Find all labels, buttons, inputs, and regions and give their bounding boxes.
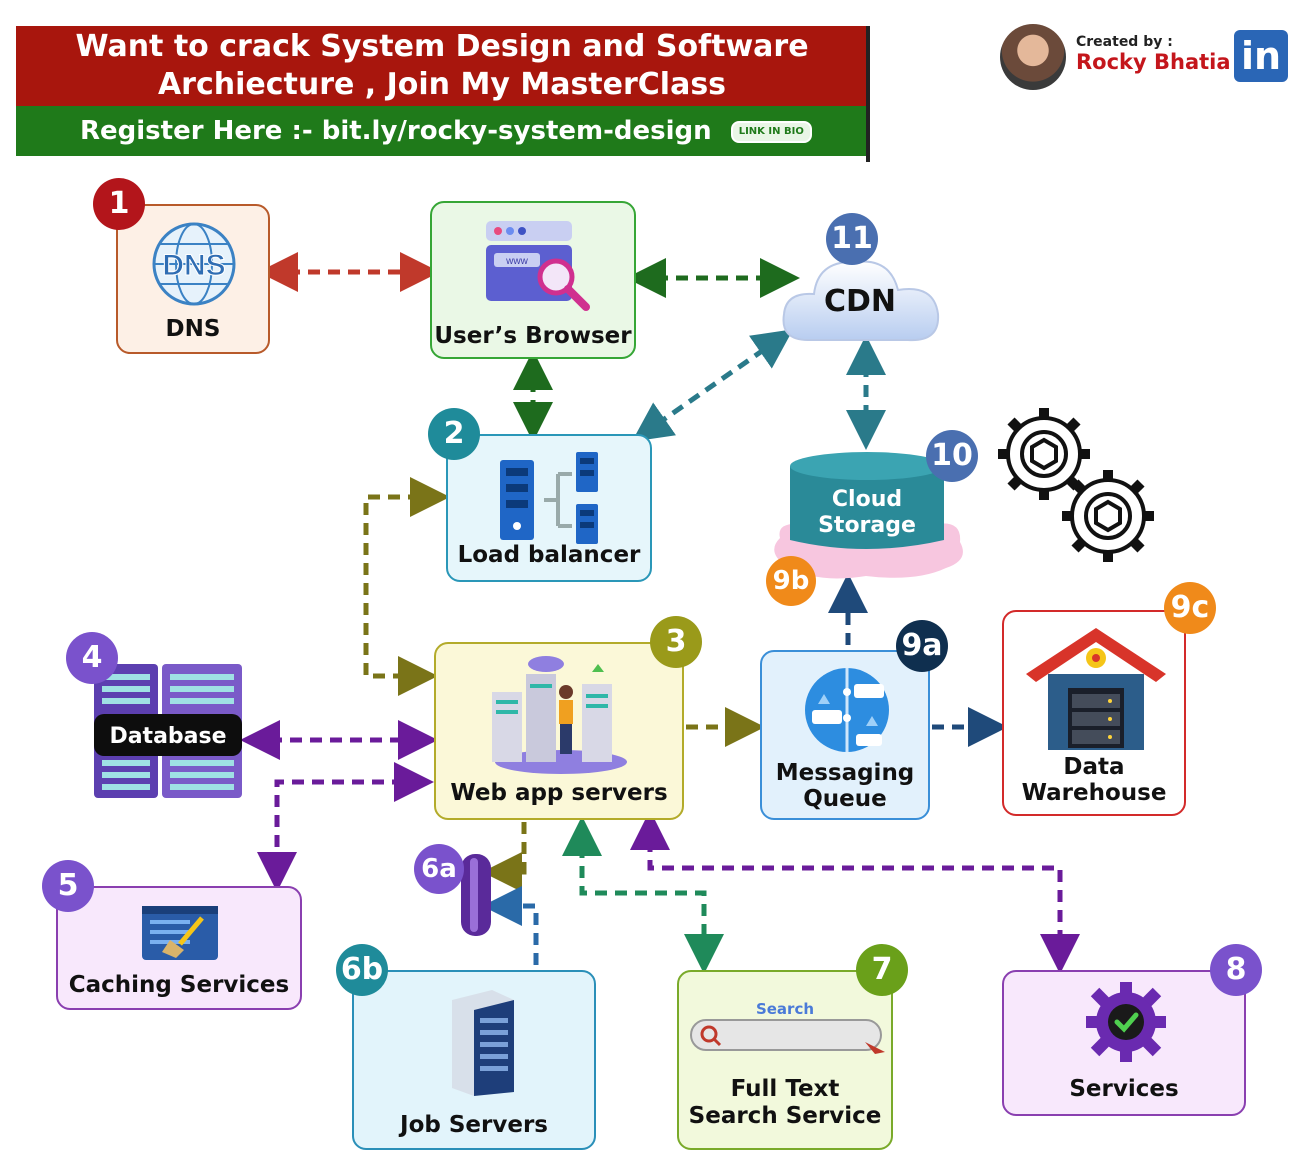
link-in-bio-badge: LINK IN BIO [730,120,812,143]
search-badge: 7 [856,944,908,996]
job-servers-label: Job Servers [400,1112,548,1138]
register-link[interactable]: Register Here :- bit.ly/rocky-system-des… [80,116,712,146]
database-label: Database [109,724,226,749]
web-app-servers-node[interactable]: Web app servers [434,642,684,820]
caching-broom-icon [142,906,218,960]
author-avatar [1000,24,1066,90]
cloud-storage-label-1: Cloud [832,487,902,512]
browser-search-icon: www [486,221,590,311]
job-servers-badge: 6b [336,944,388,996]
created-by-label: Created by : [1076,34,1173,50]
database-server-icon: Database [94,664,242,798]
cloud-storage-icon: Cloud Storage [774,452,963,579]
data-warehouse-label-1: Data [1063,754,1125,780]
search-bar-icon [690,1019,885,1054]
load-balancer-node[interactable]: Load balancer [446,434,652,582]
lb-webapp-edge [363,477,450,696]
gears-icon [998,408,1154,562]
services-gear-icon [1086,982,1166,1062]
services-node[interactable]: Services [1002,970,1246,1116]
cdn-label: CDN [823,284,897,319]
data-warehouse-badge: 9c [1164,582,1216,634]
cloud-storage-label-2: Storage [818,513,916,538]
webapp-services-edge [630,810,1080,974]
webapp-cache-store-edge [482,822,527,892]
load-balancer-label: Load balancer [457,542,641,568]
caching-label: Caching Services [68,972,290,998]
promo-banner-register[interactable]: Register Here :- bit.ly/rocky-system-des… [16,106,868,156]
dns-badge: 1 [93,178,145,230]
dns-icon-text: DNS [162,249,225,282]
search-label-2: Search Service [688,1103,882,1129]
job-cache-store-edge [482,886,539,965]
cylinder-badge: 6a [414,844,464,894]
caching-badge: 5 [42,860,94,912]
services-badge: 8 [1210,944,1262,996]
messaging-queue-node[interactable]: Messaging Queue [760,650,930,820]
database-badge: 4 [66,632,118,684]
messaging-queue-badge: 9a [896,620,948,672]
message-queue-icon [805,668,889,752]
search-label-1: Full Text [730,1076,840,1102]
webapp-caching-edge [257,762,434,892]
web-servers-icon [492,656,627,774]
dns-label: DNS [165,316,221,342]
load-balancer-badge: 2 [428,408,480,460]
promo-line-1: Want to crack System Design and Software [75,29,809,64]
data-warehouse-label-2: Warehouse [1021,780,1167,806]
promo-banner-title: Want to crack System Design and Software… [16,26,868,106]
services-label: Services [1069,1076,1179,1102]
caching-services-node[interactable]: Caching Services [56,886,302,1010]
browser-www-text: www [505,256,528,267]
messaging-queue-label-2: Queue [803,786,887,812]
messaging-queue-label-1: Messaging [775,760,915,786]
author-name: Rocky Bhatia [1076,50,1231,74]
dns-node[interactable]: DNS DNS [116,204,270,354]
dns-globe-icon: DNS [152,222,236,306]
promo-line-2: Archiecture , Join My MasterClass [157,67,727,102]
lb-cdn-edge [631,329,794,442]
data-warehouse-node[interactable]: Data Warehouse [1002,610,1186,816]
warehouse-icon [1026,628,1166,750]
cloud-storage-badge: 10 [926,430,978,482]
banner-edge-divider [866,26,870,162]
job-server-rack-icon [452,990,514,1096]
search-word-logo: Search [755,1000,815,1018]
search-service-node[interactable]: Search Full Text Search Service [677,970,893,1150]
web-app-badge: 3 [650,616,702,668]
browser-label: User’s Browser [434,323,632,349]
cache-cylinder-icon [461,854,491,936]
linkedin-icon[interactable]: in [1234,30,1288,82]
queue-cloud-badge: 9b [766,556,816,606]
cdn-badge: 11 [826,213,878,265]
web-app-label: Web app servers [450,780,668,806]
job-servers-node[interactable]: Job Servers [352,970,596,1150]
server-rack-icon [500,452,598,544]
browser-node[interactable]: www User’s Browser [430,201,636,359]
webapp-search-edge [562,816,724,974]
